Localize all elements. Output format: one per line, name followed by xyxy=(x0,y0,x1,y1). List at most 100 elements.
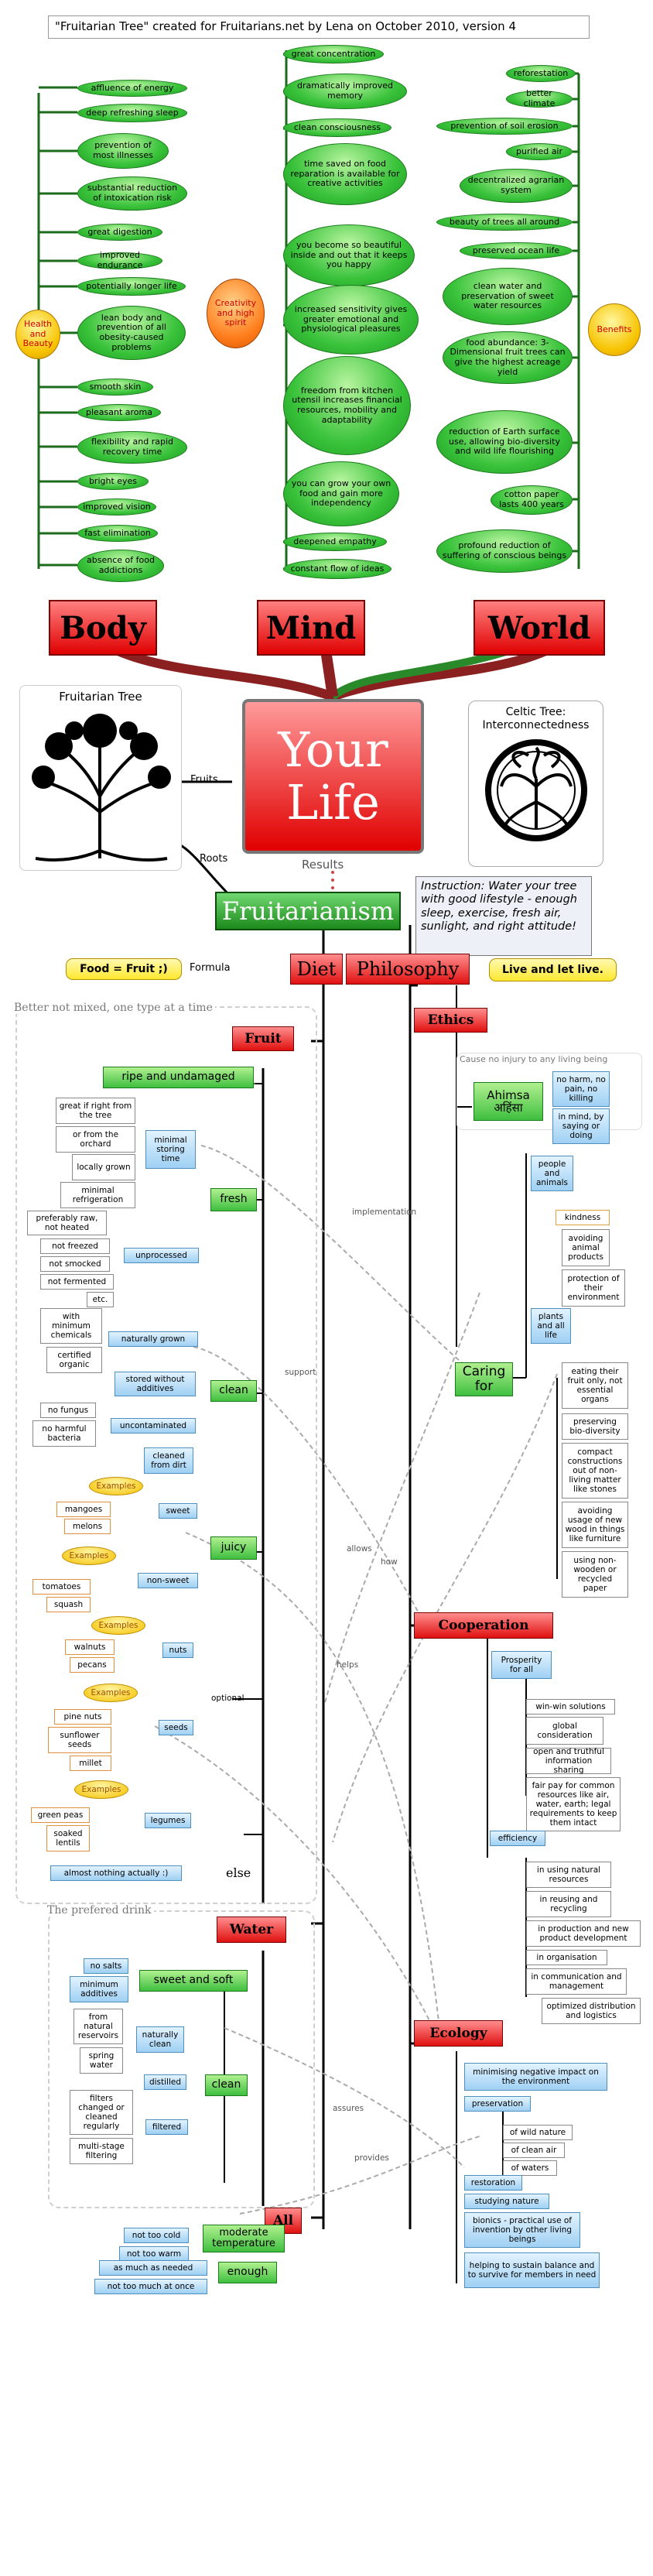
prosperity-detail: win-win solutions xyxy=(526,1699,615,1714)
roots-label: Roots xyxy=(200,853,228,865)
drink-group-frame xyxy=(48,1910,315,2208)
roots-arrow xyxy=(177,842,234,899)
world-benefit-item: clean water and preservation of sweet wa… xyxy=(443,268,573,325)
mind-benefit-item: you can grow your own food and gain more… xyxy=(283,461,399,526)
caring-for-node: Caring for xyxy=(455,1362,513,1396)
body-benefit-item: affluence of energy xyxy=(77,80,187,97)
ethics-node: Ethics xyxy=(414,1008,487,1033)
helps-label: helps xyxy=(337,1660,359,1670)
body-benefit-item: great digestion xyxy=(77,224,162,241)
ahimsa-node: Ahimsa अहिंसा xyxy=(474,1082,543,1121)
world-benefit-item: food abundance: 3-Dimensional fruit tree… xyxy=(443,331,573,384)
plants-detail: preserving bio-diversity xyxy=(562,1413,628,1440)
temperature-detail: not too warm xyxy=(119,2246,189,2262)
results-label: Results xyxy=(302,858,344,872)
unprocessed-detail: etc. xyxy=(87,1292,114,1307)
preservation-detail: of waters xyxy=(503,2160,557,2176)
cause-no-injury-frame xyxy=(456,1053,642,1130)
efficiency-detail: in using natural resources xyxy=(526,1862,611,1888)
nuts-node: nuts xyxy=(162,1643,193,1658)
ahimsa-detail: no harm, no pain, no killing xyxy=(552,1071,610,1107)
bionics-node: bionics - practical use of invention by … xyxy=(464,2212,580,2248)
natural-water-detail: spring water xyxy=(80,2047,123,2074)
ahimsa-label: Ahimsa xyxy=(487,1088,530,1102)
body-benefit-item: deep refreshing sleep xyxy=(77,104,187,122)
nuts-example: walnuts xyxy=(65,1639,115,1655)
relation-lines xyxy=(154,1145,558,2215)
page-title: "Fruitarian Tree" created for Fruitarian… xyxy=(48,15,590,39)
mind-benefit-item: increased sensitivity gives greater emot… xyxy=(283,285,419,355)
fruit-group-title: Better not mixed, one type at a time xyxy=(12,1002,215,1014)
people-detail: avoiding animal products xyxy=(562,1229,610,1266)
world-benefit-item: decentralized agrarian system xyxy=(460,169,573,203)
mind-benefit-item: deepened empathy xyxy=(283,533,387,551)
efficiency-detail: in communication and management xyxy=(526,1968,627,1995)
sweet-example: melons xyxy=(64,1519,111,1534)
fruitarian-tree-panel: Fruitarian Tree xyxy=(19,685,182,871)
enough-node: enough xyxy=(218,2262,277,2283)
moderate-temperature-node: moderate temperature xyxy=(203,2225,285,2252)
seeds-example: sunflower seeds xyxy=(48,1727,111,1753)
body-benefit-item: lean body and prevention of all obesity-… xyxy=(77,306,186,360)
body-benefit-item: absence of food addictions xyxy=(77,550,164,582)
ripe-detail: locally grown xyxy=(72,1154,135,1180)
mind-benefit-item: clean consciousness xyxy=(283,118,391,137)
unprocessed-detail: not fermented xyxy=(40,1274,114,1290)
ripe-detail: minimal refrigeration xyxy=(60,1182,135,1208)
juicy-node: juicy xyxy=(210,1536,257,1560)
sweet-node: sweet xyxy=(159,1503,197,1519)
body-benefit-item: improved vision xyxy=(77,498,156,516)
celtic-tree-panel: Celtic Tree: Interconnectedness xyxy=(468,701,603,867)
mind-benefit-item: great concentration xyxy=(283,45,384,63)
enough-detail: as much as needed xyxy=(99,2260,207,2276)
examples-bubble-sweet: Examples xyxy=(89,1477,143,1495)
mind-benefit-item: time saved on food reparation is availab… xyxy=(283,143,407,205)
legumes-node: legumes xyxy=(145,1813,191,1828)
health-beauty-hub: Health and Beauty xyxy=(15,310,60,359)
efficiency-detail: in reusing and recycling xyxy=(526,1891,611,1917)
ahimsa-detail: in mind, by saying or doing xyxy=(552,1108,610,1144)
people-detail: protection of their environment xyxy=(562,1269,625,1307)
naturally-grown-detail: certified organic xyxy=(46,1347,102,1373)
support-label: support xyxy=(285,1368,316,1377)
studying-node: studying nature xyxy=(464,2194,549,2209)
philosophy-node: Philosophy xyxy=(346,954,470,985)
uncontaminated-node: uncontaminated xyxy=(111,1418,196,1434)
distilled-node: distilled xyxy=(144,2074,186,2090)
body-benefit-item: improved endurance xyxy=(77,251,162,270)
kindness-node: kindness xyxy=(556,1210,610,1225)
world-benefit-item: beauty of trees all around xyxy=(436,214,573,231)
mind-benefit-item: dramatically improved memory xyxy=(283,74,407,109)
fruit-node: Fruit xyxy=(232,1026,294,1051)
naturally-grown-detail: with minimum chemicals xyxy=(40,1308,102,1344)
fruits-label: Fruits xyxy=(190,774,218,786)
legumes-example: green peas xyxy=(31,1807,90,1823)
cleaned-from-dirt-node: cleaned from dirt xyxy=(144,1447,193,1474)
uncontaminated-detail: no fungus xyxy=(40,1403,96,1418)
mind-benefit-item: constant flow of ideas xyxy=(283,559,391,579)
non-sweet-node: non-sweet xyxy=(138,1573,198,1588)
preservation-detail: of wild nature xyxy=(503,2125,573,2140)
minimal-storing-node: minimal storing time xyxy=(145,1130,196,1169)
examples-bubble-nonsweet: Examples xyxy=(62,1547,116,1565)
formula-label: Formula xyxy=(190,962,231,974)
fruitarian-tree-label: Fruitarian Tree xyxy=(59,690,142,704)
ripe-detail: or from the orchard xyxy=(56,1126,135,1153)
nonsweet-example: tomatoes xyxy=(32,1579,91,1595)
fruitarianism-box: Fruitarianism xyxy=(215,892,401,930)
top-branches xyxy=(37,50,580,570)
tree-icon xyxy=(32,714,171,862)
ecology-node: Ecology xyxy=(414,2020,503,2047)
naturally-grown-node: naturally grown xyxy=(108,1331,198,1347)
clean-node: clean xyxy=(210,1380,257,1402)
preservation-detail: of clean air xyxy=(503,2143,565,2158)
your-life-text: Your Life xyxy=(278,721,388,831)
else-label: else xyxy=(226,1865,251,1880)
plants-detail: compact constructions out of non-living … xyxy=(562,1443,628,1499)
implementation-label: implementation xyxy=(352,1208,417,1217)
examples-bubble-legumes: Examples xyxy=(74,1780,128,1799)
body-benefit-item: prevention of most illnesses xyxy=(77,133,169,169)
dots xyxy=(331,871,334,889)
fruitarian-tree-mindmap: "Fruitarian Tree" created for Fruitarian… xyxy=(12,15,642,2294)
legumes-example: soaked lentils xyxy=(46,1825,90,1852)
